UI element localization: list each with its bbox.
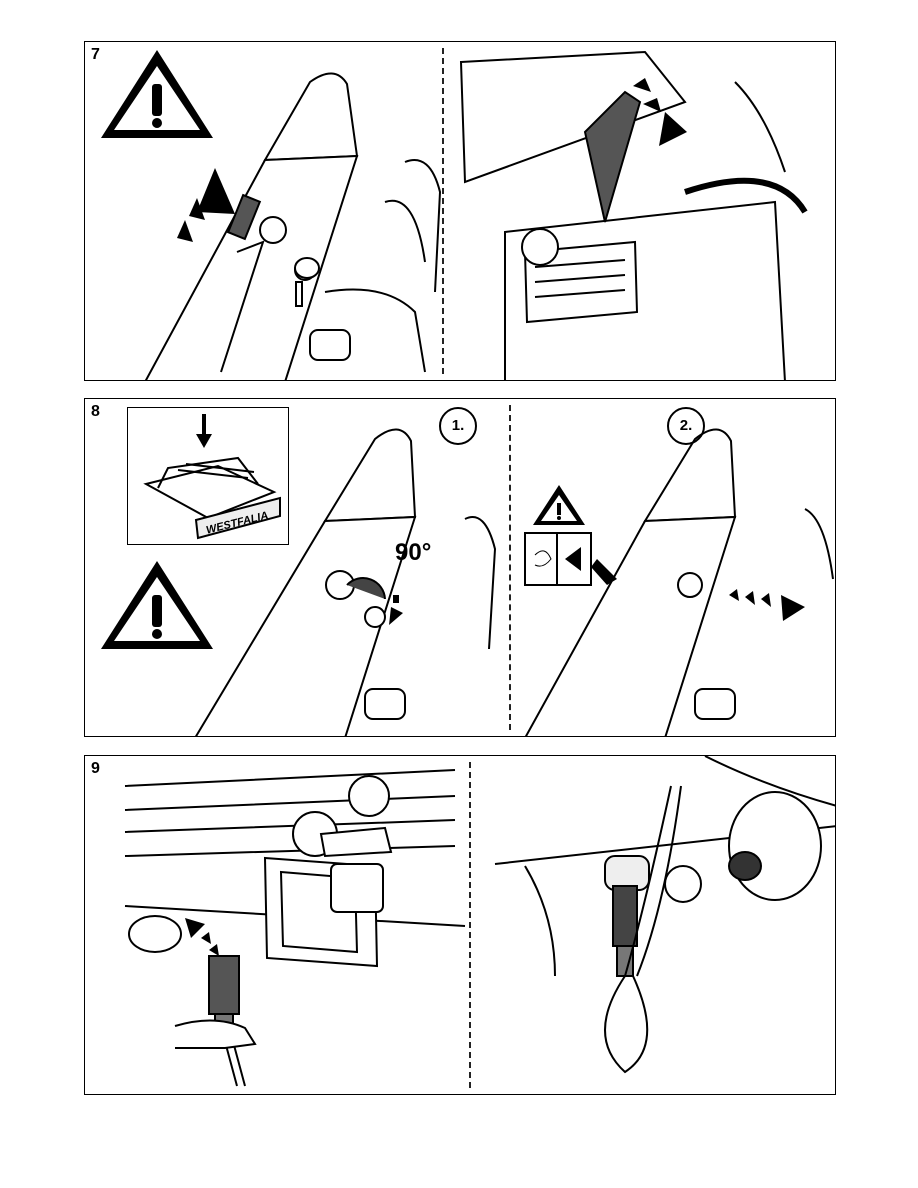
plug-icon: [605, 786, 681, 1072]
arrow-icon: [389, 595, 403, 625]
warning-triangle-icon: [101, 50, 213, 138]
arrow-icon: [185, 918, 219, 956]
vehicle-rear-right: [495, 756, 836, 976]
warning-triangle-icon: [101, 561, 213, 649]
vehicle-rear-left: [125, 770, 465, 966]
carrier-mounted-right: [461, 52, 805, 381]
panel-divider: [509, 405, 511, 730]
step-8-illustration: [85, 399, 836, 737]
carrier-arm-middle: [195, 429, 495, 737]
panel-divider: [469, 762, 471, 1088]
step-7-panel: 7: [84, 41, 836, 381]
step-7-illustration: [85, 42, 836, 381]
arrow-icon: [591, 559, 617, 585]
hand: [175, 1020, 255, 1048]
sub-step-1-label: 1.: [439, 407, 477, 445]
arrow-icon: [729, 589, 805, 621]
step-9-panel: 9: [84, 755, 836, 1095]
step-8-panel: 8 WESTFALIA: [84, 398, 836, 737]
panel-divider: [442, 48, 444, 374]
step-9-illustration: [85, 756, 836, 1095]
rotation-angle: 90°: [395, 539, 431, 567]
sub-step-2-label: 2.: [667, 407, 705, 445]
warning-triangle-icon: [533, 485, 585, 525]
